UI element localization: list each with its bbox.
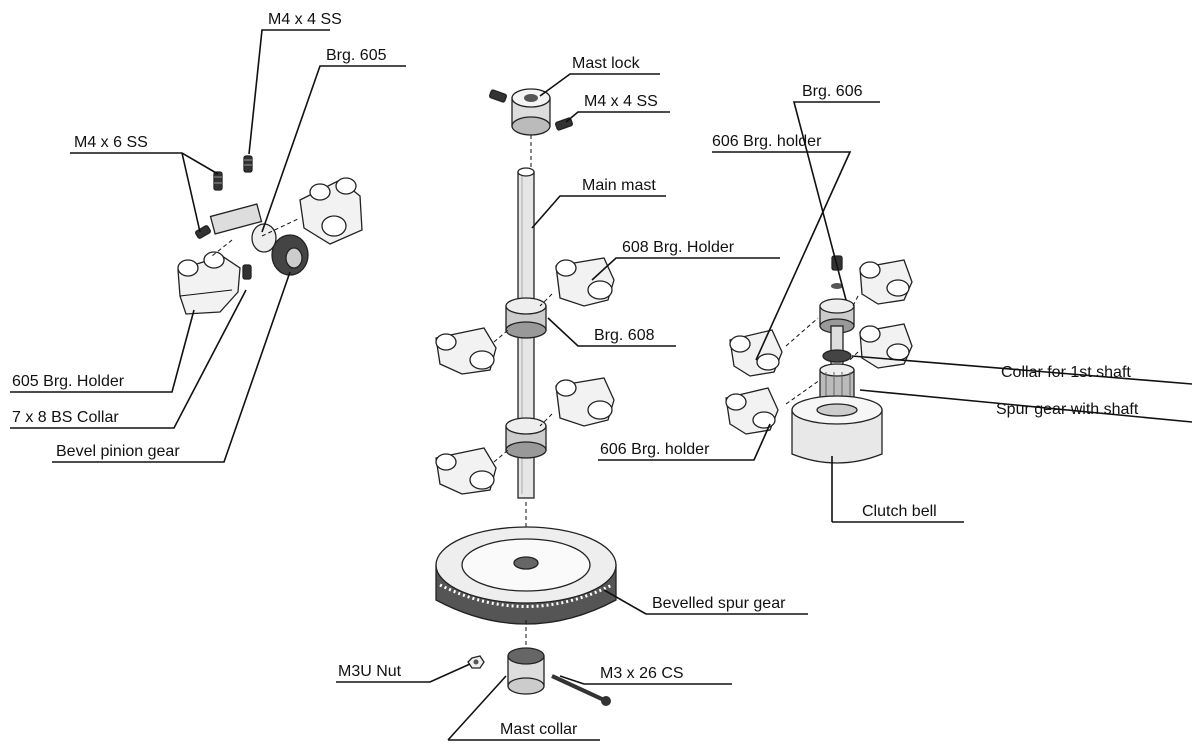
label-main-mast: Main mast [582, 177, 656, 194]
clutch-bell [791, 395, 883, 464]
set-screw-m4x6-upper [213, 171, 223, 191]
brg-holder-608-lower-left [435, 447, 497, 495]
label-spur-gear-shaft: Spur gear with shaft [996, 401, 1139, 418]
label-m4x6ss: M4 x 6 SS [74, 134, 148, 151]
label-clutch-bell: Clutch bell [862, 503, 937, 520]
mast-collar [507, 647, 545, 695]
collar-1st-shaft [822, 349, 852, 363]
m3x26cs-screw [551, 674, 611, 706]
label-m4x4ss-mast: M4 x 4 SS [584, 93, 658, 110]
label-mast-collar: Mast collar [500, 721, 578, 738]
label-holder606-bottom: 606 Brg. holder [600, 441, 710, 458]
label-mast-lock: Mast lock [572, 55, 641, 72]
label-holder606-top: 606 Brg. holder [712, 133, 822, 150]
main-mast-assembly [435, 88, 617, 706]
set-screw-bottom [242, 264, 252, 280]
label-m3u-nut: M3U Nut [338, 663, 402, 680]
clutch-assembly [725, 255, 913, 464]
label-collar7x8: 7 x 8 BS Collar [12, 409, 119, 426]
set-screw-m4x4-left [243, 155, 253, 173]
set-screw-m4x6-lower [195, 225, 211, 239]
m3u-nut [467, 655, 485, 669]
bevelled-spur-gear [435, 526, 617, 625]
brg-holder-605-upper [299, 177, 363, 245]
brg-holder-606-lower-right [859, 323, 913, 369]
label-brg605: Brg. 605 [326, 47, 387, 64]
label-bevel-pinion: Bevel pinion gear [56, 443, 180, 460]
brg-holder-605-lower [177, 251, 241, 315]
label-bevelled-spur-gear: Bevelled spur gear [652, 595, 786, 612]
label-collar-1st-shaft: Collar for 1st shaft [1001, 364, 1131, 381]
mast-lock [511, 88, 551, 136]
set-screw-606-top [831, 255, 843, 289]
brg-holder-606-upper-left [729, 329, 783, 377]
label-m4x4ss-top: M4 x 4 SS [268, 11, 342, 28]
pinion-shaft [209, 203, 309, 276]
brg-holder-608-upper-right [555, 257, 615, 307]
brg-holder-608-upper-left [435, 327, 497, 375]
label-m3x26cs: M3 x 26 CS [600, 665, 684, 682]
bevel-pinion-assembly [177, 155, 363, 315]
label-brg608: Brg. 608 [594, 327, 655, 344]
brg-608-lower [505, 417, 547, 459]
brg-608-upper [505, 297, 547, 339]
label-holder608: 608 Brg. Holder [622, 239, 735, 256]
leader-lines [10, 29, 1192, 741]
label-brg606: Brg. 606 [802, 83, 863, 100]
label-holder605: 605 Brg. Holder [12, 373, 125, 390]
mast-lock-screw-left [489, 89, 507, 103]
brg-holder-606-upper-right [859, 259, 913, 305]
labels: M4 x 4 SS Brg. 605 M4 x 6 SS 605 Brg. Ho… [12, 11, 1139, 738]
brg-holder-608-lower-right [555, 377, 615, 427]
brg-holder-606-lower-left [725, 387, 779, 435]
